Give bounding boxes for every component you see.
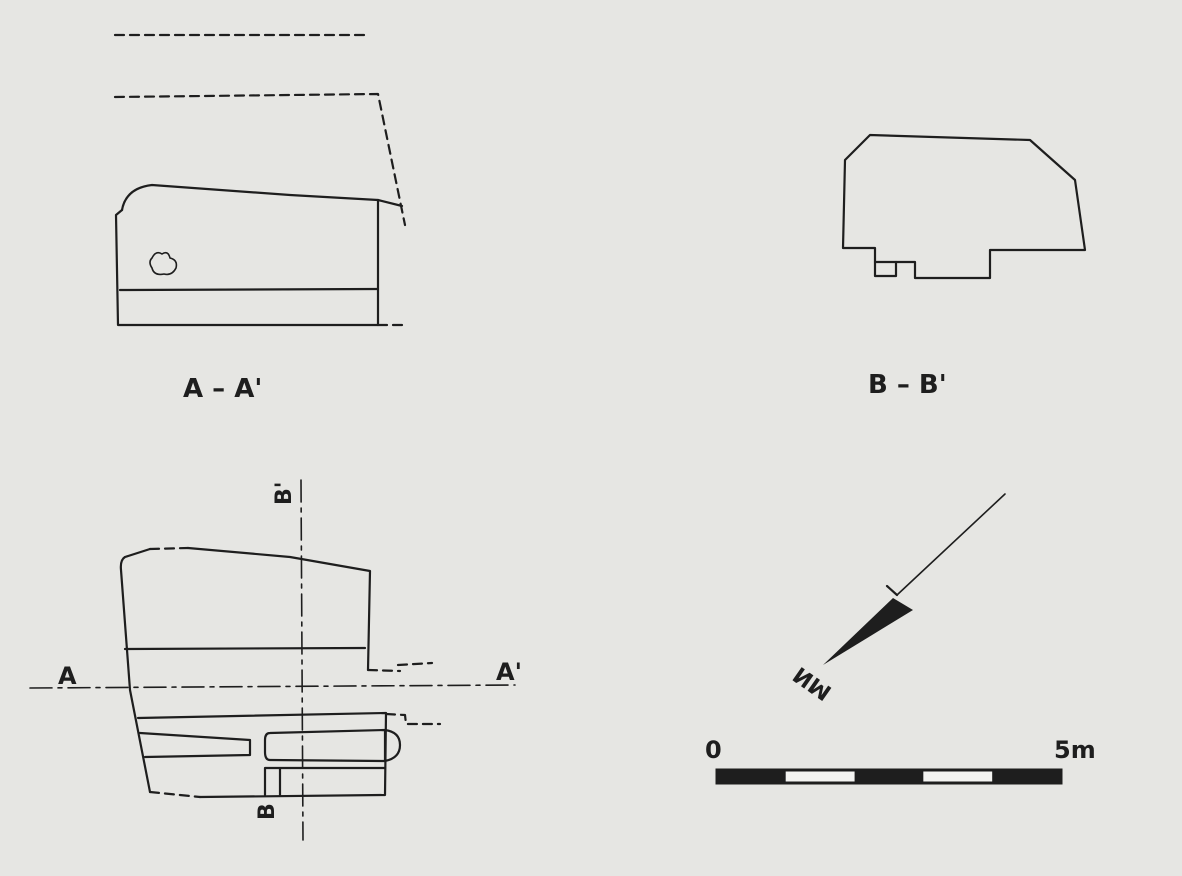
- section-line-b: [300, 479, 304, 841]
- scale-bar: 0 5m: [705, 736, 1096, 785]
- north-arrow-head-icon: [823, 598, 913, 665]
- plan-dashed-extension: [366, 661, 434, 673]
- section-body-outline: [114, 198, 380, 327]
- north-arrow: NM: [789, 493, 1006, 705]
- stone-detail: [149, 251, 178, 276]
- scale-segment: [854, 770, 924, 783]
- north-arrow-shaft: [896, 493, 1006, 596]
- section-aa-caption: A – A': [183, 374, 262, 404]
- section-bb-step: [873, 260, 898, 278]
- section-top-outline: [120, 183, 404, 212]
- scale-segment: [923, 770, 993, 783]
- plan-north-wall: [186, 546, 372, 672]
- north-arrow-tick: [885, 584, 899, 597]
- axis-a-prime-label: A': [496, 658, 522, 686]
- axis-b-label: B: [255, 803, 280, 820]
- section-line-a: [29, 684, 516, 689]
- axis-b-prime-label: B': [272, 481, 297, 505]
- plan-bench-left: [138, 731, 252, 759]
- section-floor-line: [118, 287, 380, 292]
- plan-west-wall: [119, 547, 152, 794]
- section-bb-outline: [841, 133, 1087, 280]
- axis-a-label: A: [58, 662, 77, 690]
- north-arrow-label: NM: [789, 661, 836, 705]
- plan-bench-right: [263, 728, 387, 763]
- scale-bar-frame: [715, 768, 1063, 785]
- scale-segment: [717, 770, 786, 783]
- plan-rounded-end: [383, 728, 402, 763]
- plan-step: [263, 766, 387, 797]
- plan-internal-line: [123, 646, 367, 651]
- plan-south-block: [136, 711, 388, 799]
- section-bb-drawing: B – B': [841, 133, 1087, 400]
- plan-broken-edge: [148, 546, 190, 551]
- scale-segment: [785, 770, 855, 783]
- scale-end-label: 5m: [1054, 736, 1096, 764]
- section-bb-caption: B – B': [868, 370, 947, 400]
- scale-segment: [992, 770, 1061, 783]
- scale-start-label: 0: [705, 736, 722, 764]
- plan-drawing: A A' B B': [29, 479, 522, 841]
- plan-broken-south-edge: [148, 790, 202, 799]
- section-aa-drawing: A – A': [113, 33, 408, 404]
- plan-dashed-extension-2: [384, 712, 442, 726]
- dashed-outline: [113, 92, 407, 227]
